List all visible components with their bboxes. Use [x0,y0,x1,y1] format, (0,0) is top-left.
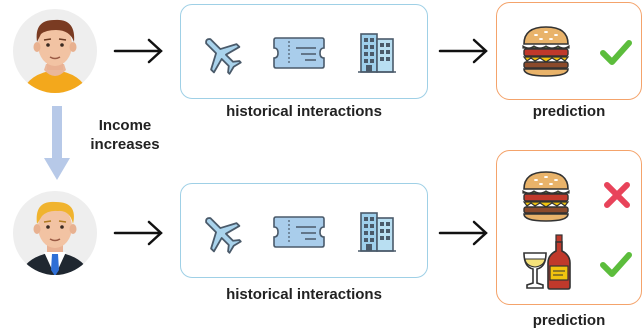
prediction-label-top: prediction [532,103,606,120]
history-label-top: historical interactions [226,103,382,120]
historical-interactions-box-bottom [180,183,428,278]
businessman-avatar [12,190,98,276]
burger-icon [521,169,571,223]
arrow-user-to-history-top [113,37,165,65]
casual-user-avatar [12,8,98,94]
arrow-history-to-prediction-bottom [438,219,490,247]
prediction-label-bottom: prediction [532,312,606,329]
cross-icon [603,181,631,209]
wine-icon [521,233,573,291]
airplane-icon [199,211,243,255]
arrow-history-to-prediction-top [438,37,490,65]
arrow-user-to-history-bottom [113,219,165,247]
burger-icon [521,24,571,78]
prediction-box-top [496,2,642,100]
prediction-box-bottom [496,150,642,305]
ticket-icon [271,214,327,250]
history-label-bottom: historical interactions [226,286,382,303]
check-icon [600,251,632,279]
ticket-icon [271,35,327,71]
historical-interactions-box-top [180,4,428,99]
check-icon [600,39,632,67]
building-icon [357,29,397,75]
income-label-line2: increases [90,136,160,153]
income-increase-arrow [44,106,70,180]
building-icon [357,208,397,254]
income-label-line1: Income [98,117,152,134]
airplane-icon [199,32,243,76]
